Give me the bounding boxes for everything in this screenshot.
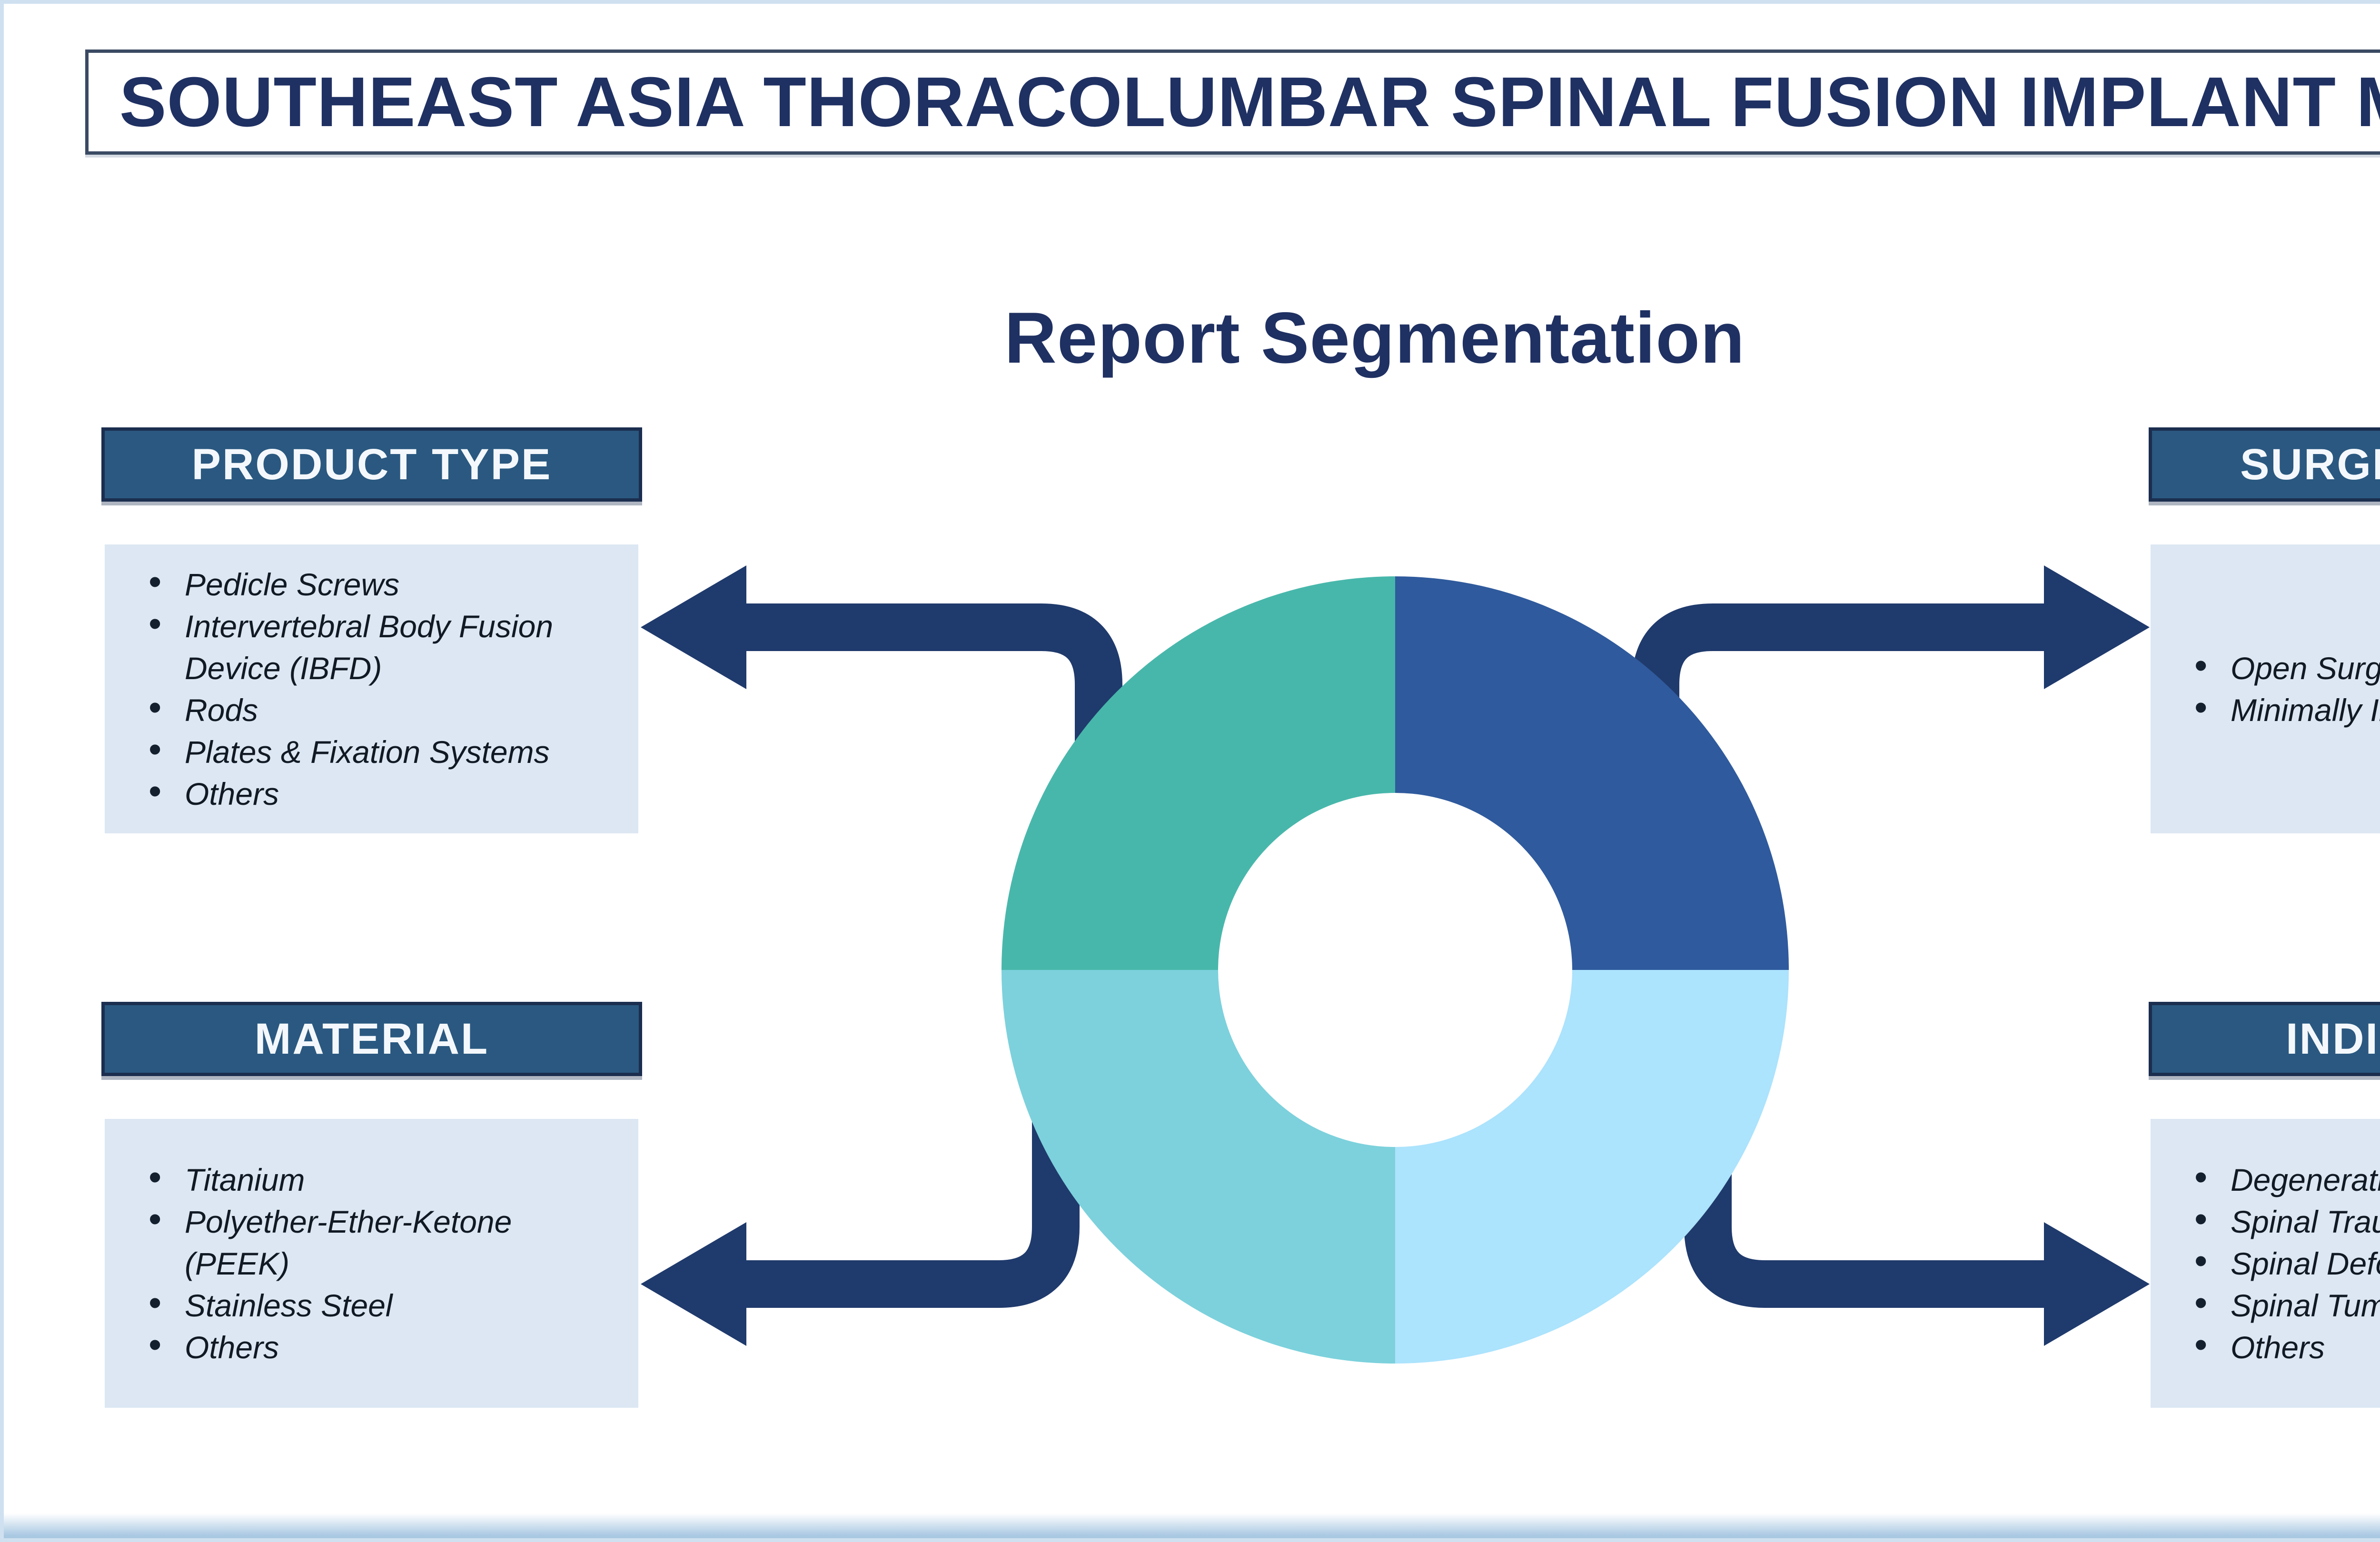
- segment-list-surgery-type: Open Surgery Minimally Invasive Surgery: [2151, 544, 2380, 833]
- segment-header-label: INDICATION: [2286, 1014, 2380, 1063]
- page-title: SOUTHEAST ASIA THORACOLUMBAR SPINAL FUSI…: [119, 62, 2380, 141]
- segment-header-surgery-type: SURGERY TYPE: [2149, 427, 2380, 502]
- donut-hole: [1218, 793, 1572, 1147]
- segment-list-indication: Degenerative Disc Disease Spinal Trauma …: [2151, 1119, 2380, 1408]
- arrowhead-left-top-icon: [641, 565, 746, 689]
- list-item: Open Surgery: [2170, 644, 2380, 689]
- segment-header-label: SURGERY TYPE: [2240, 440, 2380, 489]
- segment-list-material: Titanium Polyether-Ether-Ketone (PEEK) S…: [105, 1119, 638, 1408]
- list-item: Rods: [124, 686, 619, 731]
- connector-arrows-layer: [641, 565, 2150, 1346]
- list-item: Spinal Deformities: [2170, 1240, 2380, 1285]
- list-item: Stainless Steel: [124, 1282, 619, 1326]
- arrowhead-right-bottom-icon: [2044, 1222, 2150, 1346]
- list-item: Spinal Trauma: [2170, 1198, 2380, 1243]
- connector-arrow-product-type: [641, 565, 1122, 837]
- list-item: Spinal Tumors: [2170, 1282, 2380, 1326]
- arrowhead-right-top-icon: [2044, 565, 2150, 689]
- list-item: Others: [124, 770, 619, 815]
- connector-arrow-material: [641, 1098, 1080, 1346]
- segment-header-label: MATERIAL: [254, 1014, 489, 1063]
- arrowhead-left-bottom-icon: [641, 1222, 746, 1346]
- list-item: Titanium: [124, 1156, 619, 1201]
- segment-header-label: PRODUCT TYPE: [191, 440, 552, 489]
- bottom-accent-band: [4, 1513, 2380, 1538]
- segment-header-material: MATERIAL: [101, 1002, 642, 1076]
- segment-header-indication: INDICATION: [2149, 1002, 2380, 1076]
- title-box: SOUTHEAST ASIA THORACOLUMBAR SPINAL FUSI…: [85, 49, 2380, 155]
- segment-header-product-type: PRODUCT TYPE: [101, 427, 642, 502]
- section-heading: Report Segmentation: [1004, 297, 1745, 378]
- list-item: Others: [124, 1324, 619, 1368]
- list-item: Pedicle Screws: [124, 561, 619, 605]
- list-item: Degenerative Disc Disease: [2170, 1156, 2380, 1201]
- list-item: Plates & Fixation Systems: [124, 728, 619, 773]
- segment-list-product-type: Pedicle Screws Intervertebral Body Fusio…: [105, 544, 638, 833]
- list-item: Intervertebral Body Fusion Device (IBFD): [124, 603, 619, 689]
- list-item: Polyether-Ether-Ketone (PEEK): [124, 1198, 619, 1285]
- connector-arrow-indication: [1684, 1098, 2150, 1346]
- list-item: Others: [2170, 1324, 2380, 1368]
- list-item: Minimally Invasive Surgery: [2170, 686, 2380, 731]
